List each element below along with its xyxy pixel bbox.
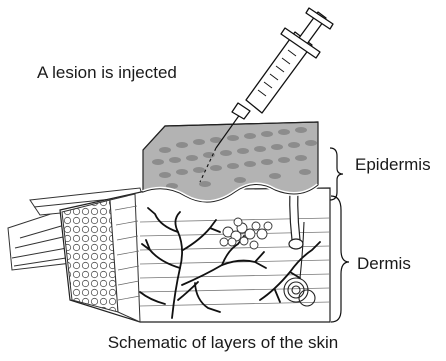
epidermis-label: Epidermis [355, 155, 431, 175]
epidermis-block [143, 122, 318, 202]
dermis-brace [331, 196, 349, 322]
epidermis-brace [330, 148, 343, 200]
dermis-label: Dermis [357, 254, 411, 274]
injection-label: A lesion is injected [37, 63, 177, 83]
figure-caption: Schematic of layers of the skin [0, 333, 446, 353]
